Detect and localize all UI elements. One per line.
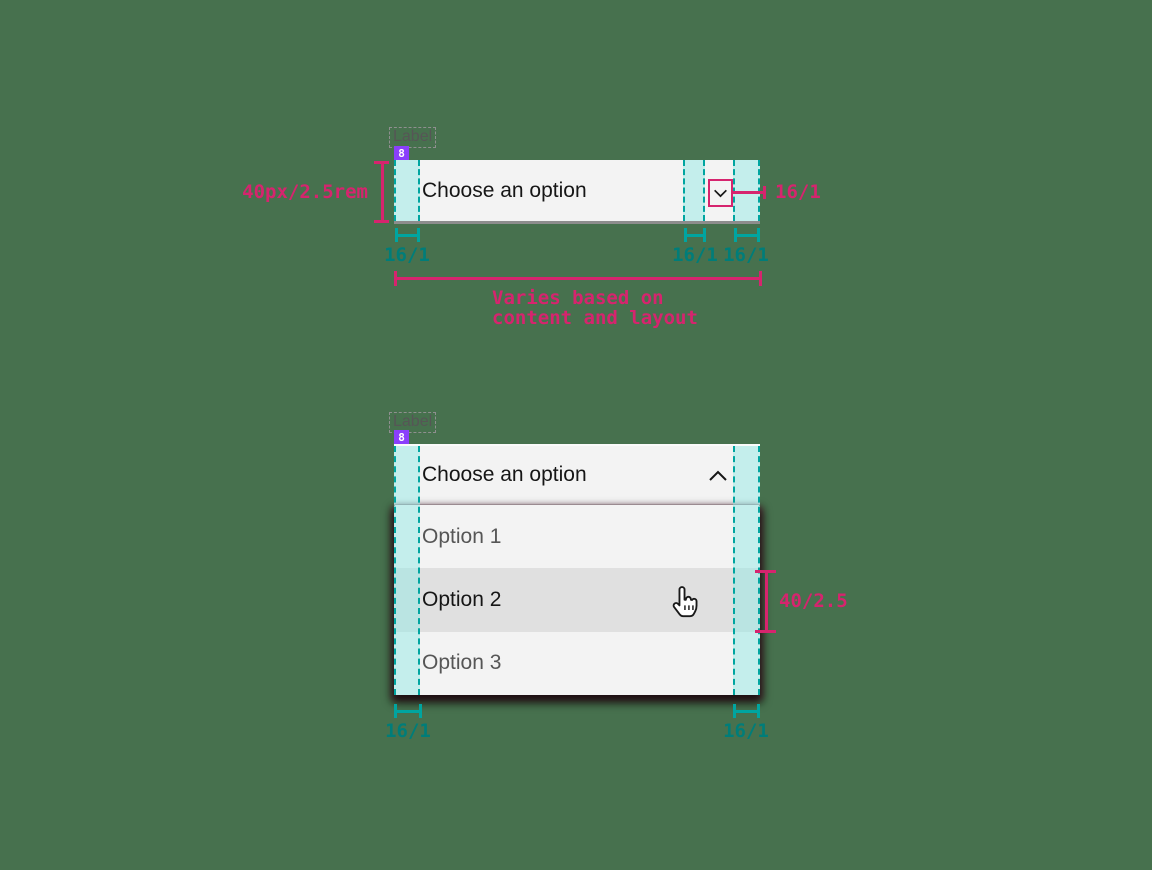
- right-padding-annotation: 16/1: [723, 244, 769, 266]
- right-padding-ibeam: [733, 710, 760, 713]
- height-ibeam-bottom-cap: [374, 220, 389, 223]
- left-padding-ibeam-cap: [417, 228, 420, 242]
- right-padding-ibeam-cap: [757, 228, 760, 242]
- chevron-down-icon[interactable]: [708, 179, 733, 207]
- select-input-closed[interactable]: Choose an option: [394, 160, 760, 224]
- cursor-hand-icon: [672, 586, 698, 618]
- right-padding-ibeam-cap: [734, 228, 737, 242]
- icon-size-connector: [733, 191, 764, 194]
- row-height-annotation: 40/2.5: [779, 590, 848, 612]
- width-ibeam-left-cap: [394, 271, 397, 286]
- height-ibeam-top-cap: [374, 161, 389, 164]
- right-padding-highlight: [733, 160, 760, 221]
- width-ibeam-right-cap: [759, 271, 762, 286]
- left-padding-annotation: 16/1: [384, 244, 430, 266]
- right-padding-ibeam: [734, 234, 760, 237]
- left-padding-ibeam-cap: [395, 228, 398, 242]
- width-ibeam-line: [394, 277, 762, 280]
- left-padding-annotation: 16/1: [385, 720, 431, 742]
- select-value: Choose an option: [422, 178, 587, 202]
- width-note-line2: content and layout: [492, 307, 698, 329]
- left-padding-ibeam: [395, 234, 420, 237]
- left-padding-ibeam-cap: [394, 704, 397, 718]
- chevron-down-glyph: [714, 189, 727, 197]
- spacing-badge: 8: [394, 146, 409, 161]
- icon-size-annotation: 16/1: [775, 181, 821, 203]
- row-height-ibeam-bottom-cap: [755, 630, 776, 633]
- left-padding-highlight: [394, 160, 420, 221]
- spacing-badge: 8: [394, 430, 409, 445]
- chevron-up-icon[interactable]: [706, 467, 730, 485]
- select-value: Choose an option: [422, 463, 587, 486]
- right-padding-ibeam-cap: [757, 704, 760, 718]
- icon-gap-ibeam: [684, 234, 706, 237]
- menu-option-2[interactable]: Option 2: [394, 568, 760, 632]
- field-label: Label: [389, 127, 437, 148]
- icon-size-connector-cap: [763, 186, 766, 199]
- icon-gap-annotation: 16/1: [672, 244, 718, 266]
- icon-gap-ibeam-cap: [703, 228, 706, 242]
- row-height-ibeam-line: [765, 570, 768, 633]
- height-annotation: 40px/2.5rem: [242, 181, 368, 203]
- menu-option-3[interactable]: Option 3: [422, 651, 502, 675]
- left-padding-highlight: [394, 446, 420, 695]
- field-label: Label: [389, 412, 437, 433]
- width-note-line1: Varies based on: [492, 287, 664, 309]
- row-height-ibeam-top-cap: [755, 570, 776, 573]
- height-ibeam-line: [381, 161, 384, 223]
- dropdown-menu: Option 1 Option 2 Option 3: [394, 505, 760, 695]
- left-padding-ibeam-cap: [419, 704, 422, 718]
- left-padding-ibeam: [394, 710, 422, 713]
- menu-option-1[interactable]: Option 1: [422, 524, 502, 548]
- icon-gap-highlight: [683, 160, 705, 221]
- right-padding-ibeam-cap: [733, 704, 736, 718]
- select-input-open[interactable]: Choose an option: [394, 444, 760, 505]
- icon-gap-ibeam-cap: [684, 228, 687, 242]
- right-padding-annotation: 16/1: [723, 720, 769, 742]
